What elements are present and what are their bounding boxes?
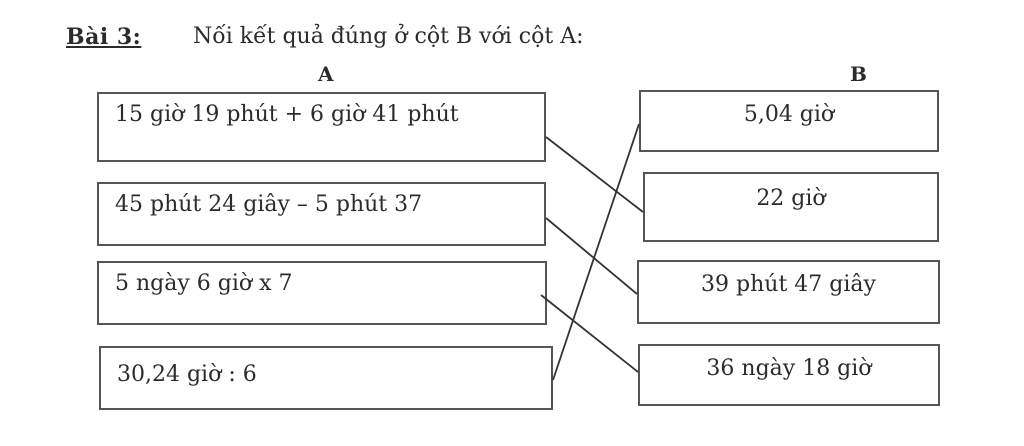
exercise-instruction: Nối kết quả đúng ở cột B với cột A: [193,24,584,49]
connector-a2-b3 [545,217,638,295]
column-a-item-1[interactable]: 15 giờ 19 phút + 6 giờ 41 phút [97,92,546,162]
column-a-item-2[interactable]: 45 phút 24 giây – 5 phút 37 [97,182,546,246]
connector-a3-b4 [540,294,639,373]
column-b-heading: B [850,62,867,86]
column-a-item-3[interactable]: 5 ngày 6 giờ x 7 [97,261,547,325]
exercise-label: Bài 3: [66,24,142,50]
connector-a4-b1 [552,123,640,381]
column-b-item-4[interactable]: 36 ngày 18 giờ [638,344,940,406]
column-b-item-3[interactable]: 39 phút 47 giây [637,260,940,324]
column-b-item-1[interactable]: 5,04 giờ [639,90,939,152]
column-b-item-2[interactable]: 22 giờ [643,172,939,242]
column-a-item-4[interactable]: 30,24 giờ : 6 [99,346,553,410]
column-a-heading: A [318,62,334,86]
connector-a1-b2 [545,136,644,213]
